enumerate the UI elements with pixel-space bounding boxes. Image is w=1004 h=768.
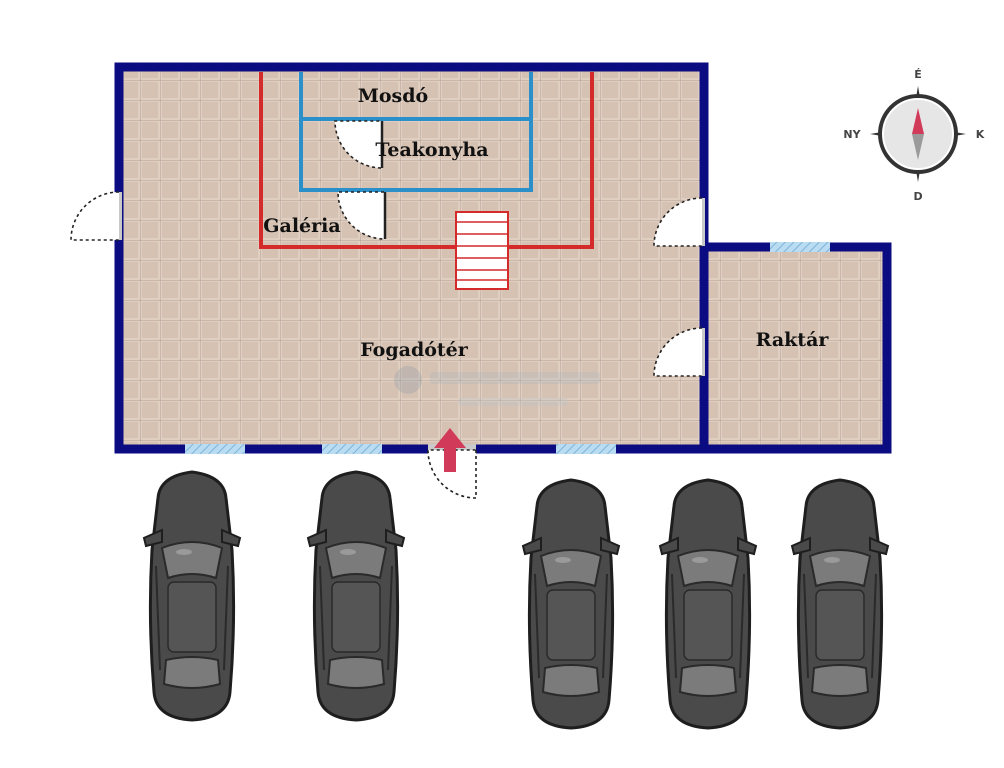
entrance-arrow-icon: [434, 428, 466, 472]
window: [770, 242, 830, 252]
compass-north-label: É: [914, 68, 922, 81]
car-top-view-icon: [306, 470, 406, 722]
window: [556, 444, 616, 454]
car-top-view-icon: [790, 478, 890, 730]
room-label-mosdo: Mosdó: [358, 85, 428, 107]
room-label-fogadoter: Fogadótér: [360, 339, 469, 361]
galeria-outline: [259, 72, 594, 249]
car-top-view-icon: [521, 478, 621, 730]
windows: [185, 242, 830, 454]
door-galeria: [337, 191, 387, 240]
staircase: [455, 211, 509, 290]
parking-cars: [142, 470, 890, 730]
window: [185, 444, 245, 454]
room-label-raktar: Raktár: [756, 329, 830, 351]
compass-rose-icon: É D K NY: [843, 68, 984, 203]
main-floor: [119, 67, 704, 447]
car-top-view-icon: [658, 478, 758, 730]
watermark: [394, 366, 600, 406]
door-raktar-lower: [653, 327, 705, 377]
compass-west-label: NY: [843, 128, 861, 141]
car-top-view-icon: [142, 470, 242, 722]
door-teakonyha: [334, 120, 384, 169]
compass-east-label: K: [976, 128, 985, 141]
door-left-exterior: [70, 191, 122, 241]
raktar-floor: [704, 247, 887, 447]
room-label-teakonyha: Teakonyha: [375, 139, 488, 161]
room-label-galeria: Galéria: [263, 215, 340, 237]
compass-south-label: D: [913, 190, 922, 203]
window: [322, 444, 382, 454]
teakonyha-outline: [299, 72, 533, 192]
door-raktar-upper: [653, 197, 705, 247]
